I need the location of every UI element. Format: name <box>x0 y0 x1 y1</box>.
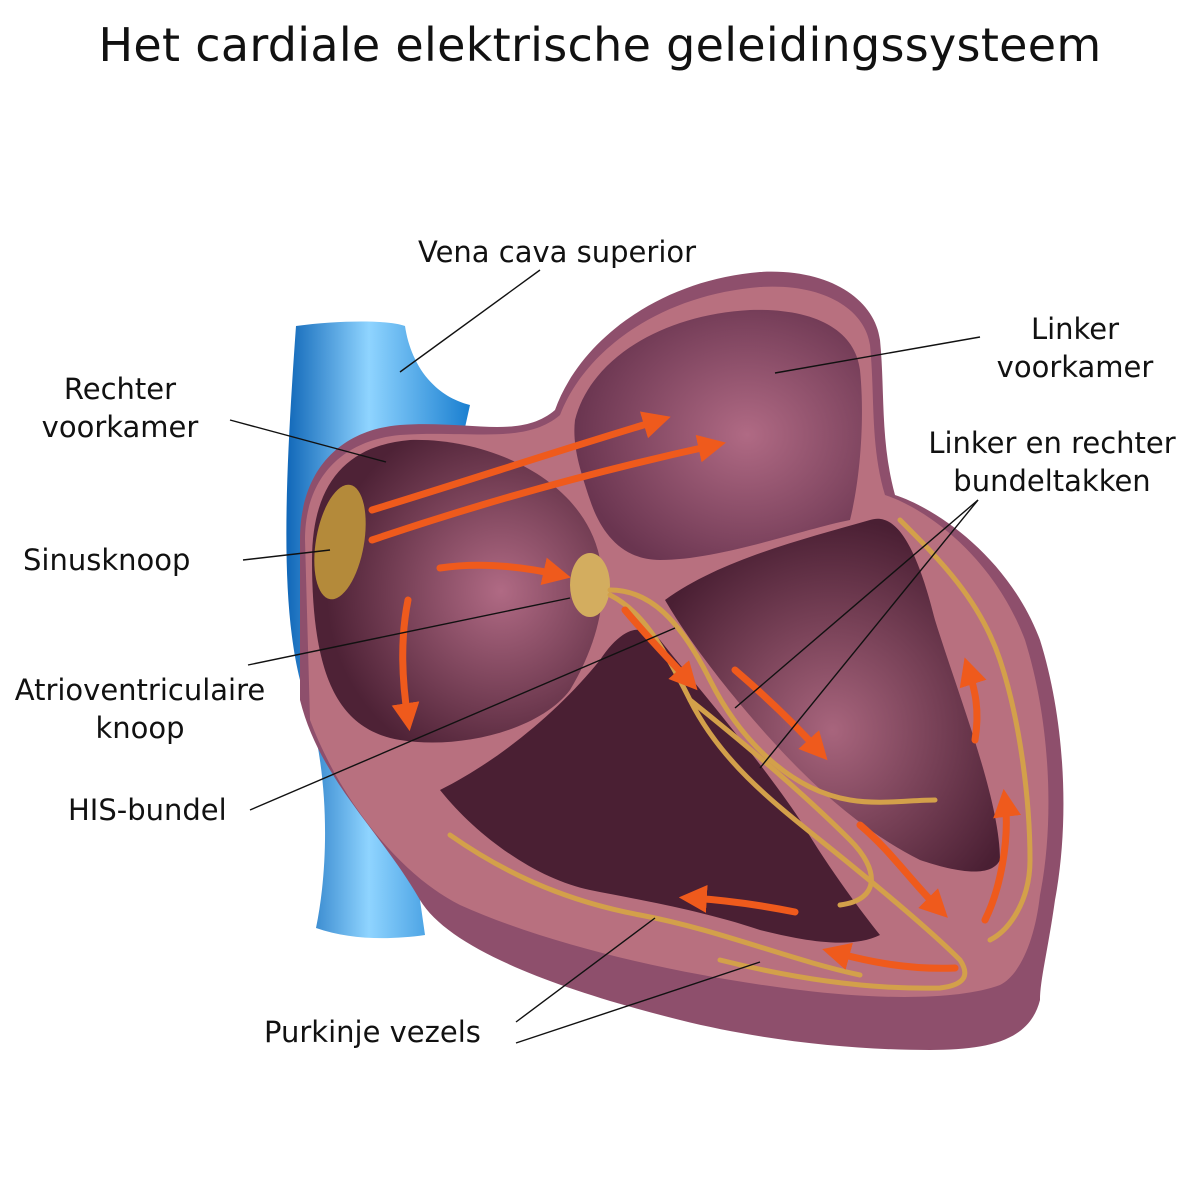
label-rechter-voorkamer-line2: voorkamer <box>41 410 199 444</box>
right-atrium-chamber <box>312 439 603 743</box>
label-rechter-voorkamer: Rechter voorkamer <box>30 370 210 446</box>
av-node <box>570 553 610 617</box>
label-sinusknoop: Sinusknoop <box>23 543 191 577</box>
label-bundeltakken: Linker en rechter bundeltakken <box>912 424 1192 500</box>
label-his-bundel: HIS-bundel <box>68 793 227 827</box>
label-vena-cava: Vena cava superior <box>418 235 697 269</box>
label-av-knoop: Atrioventriculaire knoop <box>0 671 280 747</box>
label-bundeltakken-line1: Linker en rechter <box>928 426 1176 460</box>
leader-lines <box>229 269 981 1044</box>
label-linker-voorkamer: Linker voorkamer <box>980 310 1170 386</box>
diagram-title: Het cardiale elektrische geleidingssyste… <box>98 18 1102 72</box>
label-purkinje: Purkinje vezels <box>264 1015 481 1049</box>
conduction-arrows <box>368 411 1021 972</box>
label-linker-voorkamer-line2: voorkamer <box>996 350 1154 384</box>
left-ventricle-chamber <box>665 518 1000 872</box>
label-av-knoop-line1: Atrioventriculaire <box>14 673 266 707</box>
label-av-knoop-line2: knoop <box>95 711 185 745</box>
label-bundeltakken-line2: bundeltakken <box>953 464 1151 498</box>
label-linker-voorkamer-line1: Linker <box>1030 312 1120 346</box>
right-ventricle-chamber <box>440 629 880 943</box>
sinus-node <box>314 484 366 600</box>
label-rechter-voorkamer-line1: Rechter <box>63 372 177 406</box>
